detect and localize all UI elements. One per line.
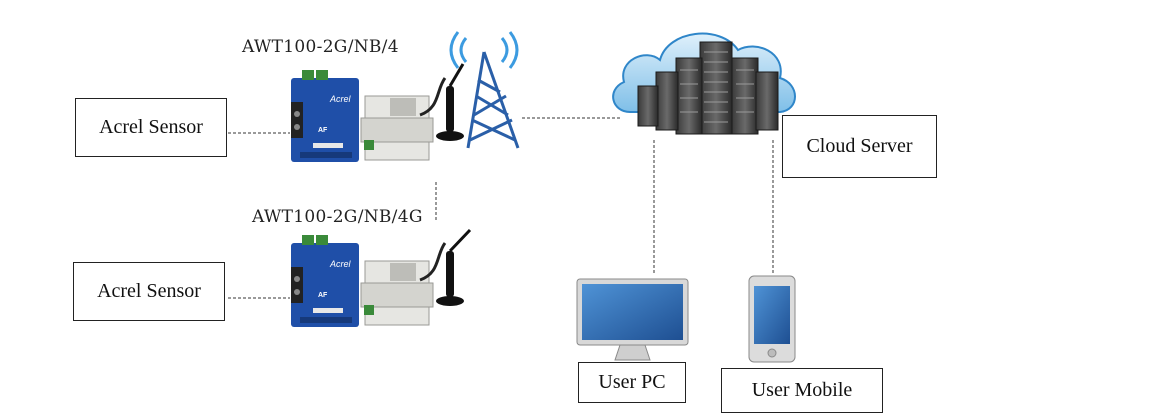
cloud-server-icon: [612, 32, 796, 135]
sensor-box-bottom: Acrel Sensor: [73, 262, 225, 321]
cloud-server-box: Cloud Server: [782, 115, 937, 178]
desktop-monitor-icon: [576, 278, 689, 361]
connection-lines: [228, 117, 774, 299]
gateway-device-bottom: Acrel AF: [291, 228, 472, 327]
gateway-device-top: Acrel AF: [291, 63, 465, 162]
mobile-phone-icon: [748, 275, 796, 363]
user-mobile-box: User Mobile: [721, 368, 883, 413]
device-model-label-top: AWT100-2G/NB/4: [242, 37, 399, 57]
brand-label-top: Acrel: [329, 94, 352, 104]
product-code-top: AF: [318, 127, 328, 134]
device-model-label-bottom: AWT100-2G/NB/4G: [252, 207, 423, 227]
cell-tower-icon: [449, 31, 520, 149]
signal-waves-icon: [449, 31, 519, 69]
brand-label-bottom: Acrel: [329, 259, 352, 269]
sensor-box-top: Acrel Sensor: [75, 98, 227, 157]
user-pc-box: User PC: [578, 362, 686, 403]
product-code-bottom: AF: [318, 292, 328, 299]
